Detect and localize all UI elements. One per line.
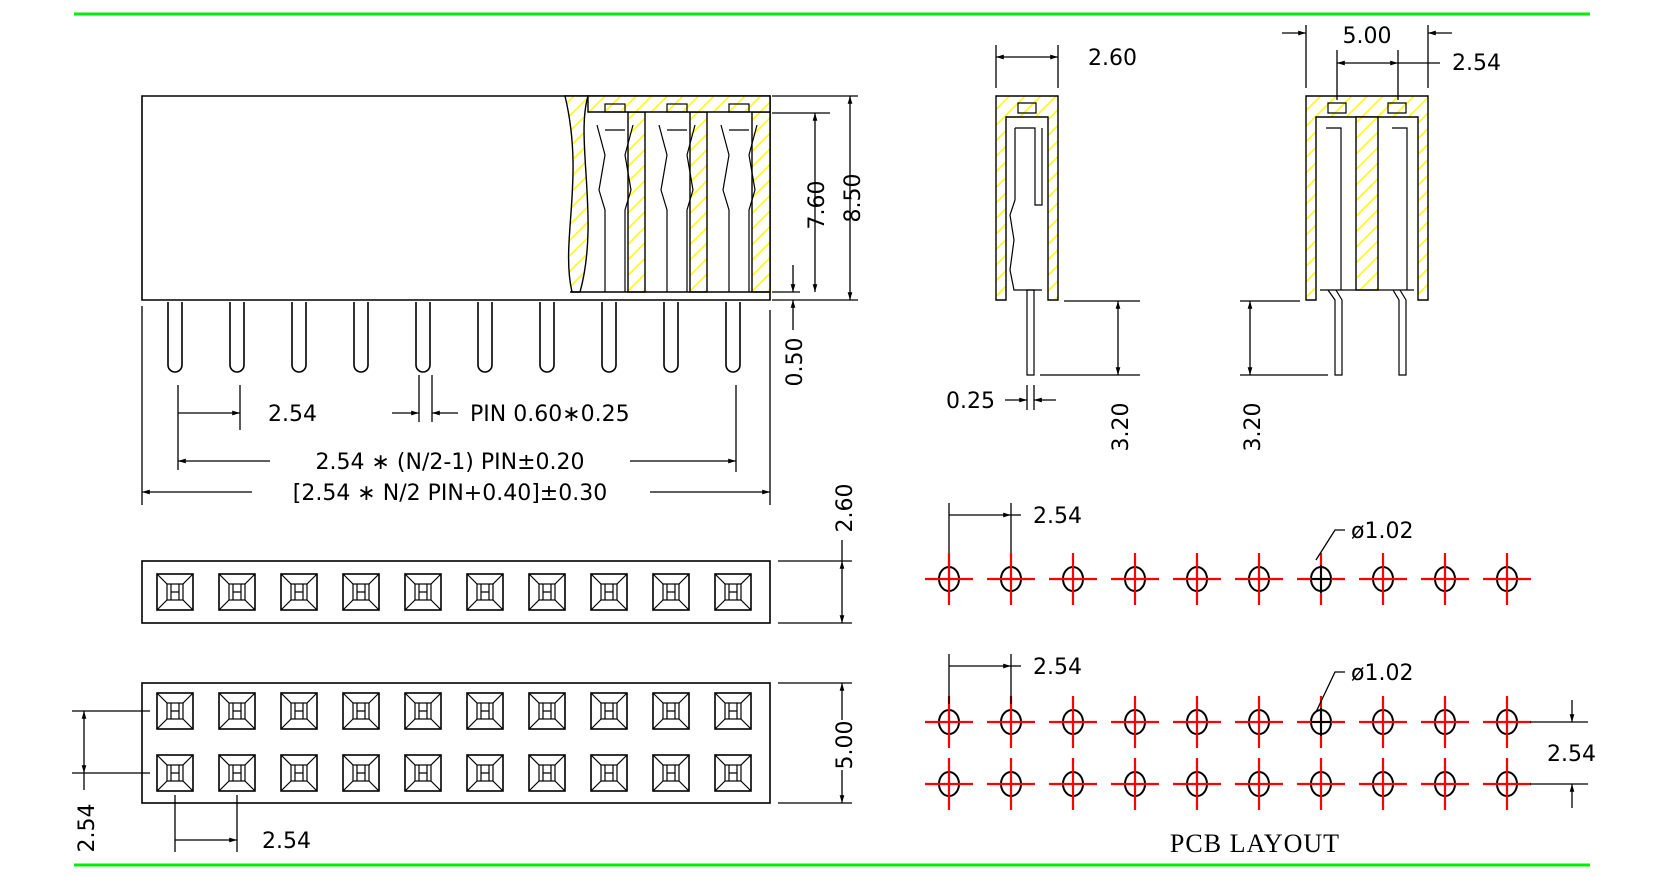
dim-single-width: 2.60 [1088, 46, 1137, 71]
front-cutaway-wall-left [564, 95, 589, 293]
socket-hole [714, 692, 752, 730]
dim-top-double-pitch: 2.54 [262, 829, 311, 854]
socket-hole [404, 573, 442, 611]
pcb-single-pitch: 2.54 [1033, 504, 1082, 529]
dim-single-tail: 3.20 [1109, 403, 1134, 452]
front-cutaway-rib-2 [689, 111, 708, 293]
contact-entry [604, 103, 626, 113]
socket-hole [280, 754, 318, 792]
dim-height-total: 8.50 [841, 174, 866, 223]
front-cutaway-rib-1 [627, 111, 646, 293]
top-view-double: 5.00 2.54 2.54 [72, 682, 858, 854]
contact-spring [720, 124, 758, 292]
socket-hole [466, 692, 504, 730]
socket-hole [404, 754, 442, 792]
pcb-layout-title: PCB LAYOUT [1170, 829, 1340, 858]
side-view-double: 5.00 2.54 3.20 [1240, 24, 1501, 451]
pin [477, 302, 493, 373]
pin [415, 302, 431, 373]
socket-hole [404, 692, 442, 730]
pcb-single-hole-diameter: ø1.02 [1351, 519, 1413, 544]
pcb-layout: 2.54 ø1.02 2.54 ø1.02 2.54 PCB LAYOUT [925, 503, 1596, 858]
socket-hole [156, 754, 194, 792]
top-view-single: 2.60 [141, 484, 858, 624]
pin [353, 302, 369, 373]
pin [539, 302, 555, 373]
pin [725, 302, 741, 373]
dim-double-tail: 3.20 [1241, 403, 1266, 452]
front-contacts [596, 103, 758, 292]
dim-pitch-front: 2.54 [268, 402, 317, 427]
pin [601, 302, 617, 373]
contact-spring [596, 124, 634, 292]
front-pins [167, 302, 741, 373]
socket-hole [218, 754, 256, 792]
socket-hole [342, 754, 380, 792]
socket-hole [280, 692, 318, 730]
socket-hole [528, 573, 566, 611]
side-view-single: 2.60 3.20 0.25 [946, 45, 1140, 451]
pin [291, 302, 307, 373]
socket-hole [590, 754, 628, 792]
contact-entry [728, 103, 750, 113]
dim-standoff: 0.50 [783, 338, 808, 387]
dim-double-row-pitch: 2.54 [1452, 51, 1501, 76]
socket-hole [466, 573, 504, 611]
socket-hole [714, 573, 752, 611]
contact-spring [658, 124, 696, 292]
socket-hole [156, 692, 194, 730]
pcb-double-hole-diameter: ø1.02 [1351, 661, 1413, 686]
pin [229, 302, 245, 373]
contact-entry [666, 103, 688, 113]
socket-hole [156, 573, 194, 611]
pcb-double-pitch: 2.54 [1033, 655, 1082, 680]
dim-top-double-width: 5.00 [833, 721, 858, 770]
front-view: 8.50 7.60 0.50 2.54 PIN 0.60∗0.25 2.54 ∗… [141, 95, 866, 506]
socket-hole [590, 692, 628, 730]
pin [167, 302, 183, 373]
socket-hole [342, 573, 380, 611]
socket-hole [652, 573, 690, 611]
socket-hole [218, 692, 256, 730]
dim-top-double-row-pitch: 2.54 [75, 804, 100, 853]
front-cutaway-rib-3 [751, 111, 771, 293]
dim-double-width: 5.00 [1343, 24, 1392, 49]
socket-hole [714, 754, 752, 792]
dim-pin-span: 2.54 ∗ (N/2-1) PIN±0.20 [316, 450, 585, 475]
dim-pin-size: PIN 0.60∗0.25 [470, 402, 630, 427]
socket-hole [466, 754, 504, 792]
socket-hole [218, 573, 256, 611]
socket-hole [280, 573, 318, 611]
dim-pin-thickness: 0.25 [946, 389, 995, 414]
dim-height-cavity: 7.60 [805, 181, 830, 230]
dim-top-single-width: 2.60 [833, 484, 858, 533]
socket-hole [342, 692, 380, 730]
socket-hole [652, 754, 690, 792]
socket-hole [652, 692, 690, 730]
dim-overall-length: [2.54 ∗ N/2 PIN+0.40]±0.30 [293, 481, 607, 506]
socket-hole [528, 754, 566, 792]
socket-hole [590, 573, 628, 611]
pin [663, 302, 679, 373]
front-body-outline [141, 95, 771, 301]
pcb-row-pitch: 2.54 [1547, 742, 1596, 767]
socket-hole [528, 692, 566, 730]
